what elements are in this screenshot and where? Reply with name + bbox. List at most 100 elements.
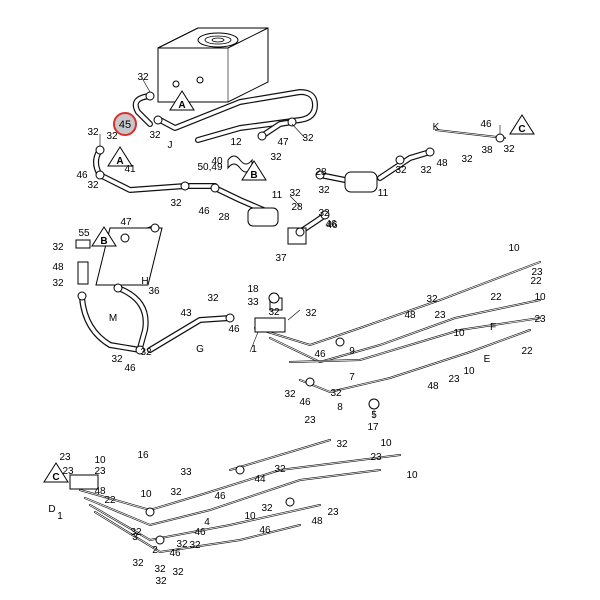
callout-label: 48 — [52, 262, 64, 273]
callout-label: 10 — [453, 328, 465, 339]
callout-label: 23 — [534, 314, 546, 325]
callout-label: 46 — [259, 525, 271, 536]
triangle-letter: C — [52, 472, 59, 483]
callout-label: 4 — [204, 517, 210, 528]
callout-label: 10 — [406, 470, 418, 481]
callout-label: 32 — [318, 185, 330, 196]
callout-label: 32 — [330, 388, 342, 399]
callout-label: 32 — [111, 354, 123, 365]
callout-label: 3 — [132, 532, 138, 543]
callout-label: 32 — [132, 558, 144, 569]
callout-label: E — [484, 354, 491, 365]
callout-label: 46 — [228, 324, 240, 335]
callout-label: 28 — [218, 212, 230, 223]
callout-label: 32 — [170, 487, 182, 498]
callout-label: 46 — [76, 170, 88, 181]
callout-label: 33 — [180, 467, 192, 478]
callout-label: 23 — [448, 374, 460, 385]
callout-label: 32 — [137, 72, 149, 83]
callout-45[interactable]: 45 — [113, 112, 137, 136]
callout-label: 40 — [211, 156, 223, 167]
callout-label: 32 — [318, 208, 330, 219]
fuel-filter-11 — [227, 155, 378, 245]
callout-label: 46 — [169, 548, 181, 559]
callout-label: 47 — [120, 217, 132, 228]
callout-label: 9 — [349, 346, 355, 357]
callout-label: 22 — [530, 276, 542, 287]
callout-label: 44 — [254, 474, 266, 485]
callout-label: 46 — [480, 119, 492, 130]
triangle-marker-a[interactable]: A — [169, 90, 195, 111]
callout-label: 32 — [87, 127, 99, 138]
triangle-marker-a[interactable]: A — [107, 146, 133, 167]
callout-label: 46 — [124, 363, 136, 374]
callout-label: M — [109, 313, 117, 324]
callout-label: 23 — [434, 310, 446, 321]
tubes-middle — [147, 261, 541, 394]
callout-label: 50,49 — [197, 162, 222, 173]
callout-label: 32 — [461, 154, 473, 165]
callout-label: 32 — [284, 389, 296, 400]
triangle-marker-c[interactable]: C — [43, 462, 69, 483]
tubes-lower — [69, 439, 401, 554]
triangle-marker-b[interactable]: B — [91, 226, 117, 247]
callout-label: 32 — [426, 294, 438, 305]
callout-label: 32 — [305, 308, 317, 319]
callout-label: 32 — [261, 503, 273, 514]
triangle-marker-b[interactable]: B — [241, 160, 267, 181]
triangle-letter: B — [250, 170, 257, 181]
callout-label: 32 — [207, 293, 219, 304]
callout-label: 18 — [247, 284, 259, 295]
callout-label: 48 — [404, 310, 416, 321]
callout-label: 23 — [94, 466, 106, 477]
callout-label: 55 — [78, 228, 90, 239]
callout-label: 10 — [94, 455, 106, 466]
callout-label: 32 — [106, 131, 118, 142]
triangle-letter: A — [178, 100, 185, 111]
callout-label: 22 — [521, 346, 533, 357]
callout-label: 1 — [251, 344, 257, 355]
callout-label: 10 — [380, 438, 392, 449]
callout-label: 33 — [247, 297, 259, 308]
callout-label: K — [433, 122, 440, 133]
callout-label: 23 — [59, 452, 71, 463]
clamps — [77, 91, 505, 545]
callout-label: 48 — [311, 516, 323, 527]
callout-label: 32 — [302, 133, 314, 144]
callout-label: 32 — [268, 307, 280, 318]
callout-label: G — [196, 344, 204, 355]
callout-label: 32 — [189, 540, 201, 551]
callout-label: 32 — [130, 527, 142, 538]
callout-label: 8 — [337, 402, 343, 413]
evap-box — [157, 27, 269, 103]
callout-label: 10 — [140, 489, 152, 500]
leader-lines — [99, 77, 501, 418]
triangle-letter: B — [100, 236, 107, 247]
reference-triangles: A A B B C C — [43, 90, 535, 483]
callout-label: 48 — [436, 158, 448, 169]
callout-label: 32 — [336, 439, 348, 450]
callout-label: 48 — [94, 486, 106, 497]
callout-label: 32 — [270, 152, 282, 163]
callout-label: 10 — [244, 511, 256, 522]
callout-label: 38 — [481, 145, 493, 156]
callout-label: 10 — [534, 292, 546, 303]
callout-label: 23 — [62, 466, 74, 477]
callout-label: 46 — [326, 220, 338, 231]
callout-label: 11 — [378, 188, 389, 199]
callout-label: 16 — [137, 450, 149, 461]
callout-label: 23 — [327, 507, 339, 518]
callout-label: 32 — [155, 576, 167, 587]
callout-label: 43 — [180, 308, 192, 319]
callout-label: 48 — [427, 381, 439, 392]
callout-label: 46 — [314, 349, 326, 360]
callout-label: 10 — [463, 366, 475, 377]
callout-label: 36 — [148, 286, 160, 297]
triangle-letter: C — [518, 124, 525, 135]
callout-label: 2 — [152, 545, 158, 556]
callout-label: 37 — [275, 253, 287, 264]
callout-label: 32 — [52, 278, 64, 289]
triangle-marker-c[interactable]: C — [509, 114, 535, 135]
callout-label: 12 — [230, 137, 242, 148]
